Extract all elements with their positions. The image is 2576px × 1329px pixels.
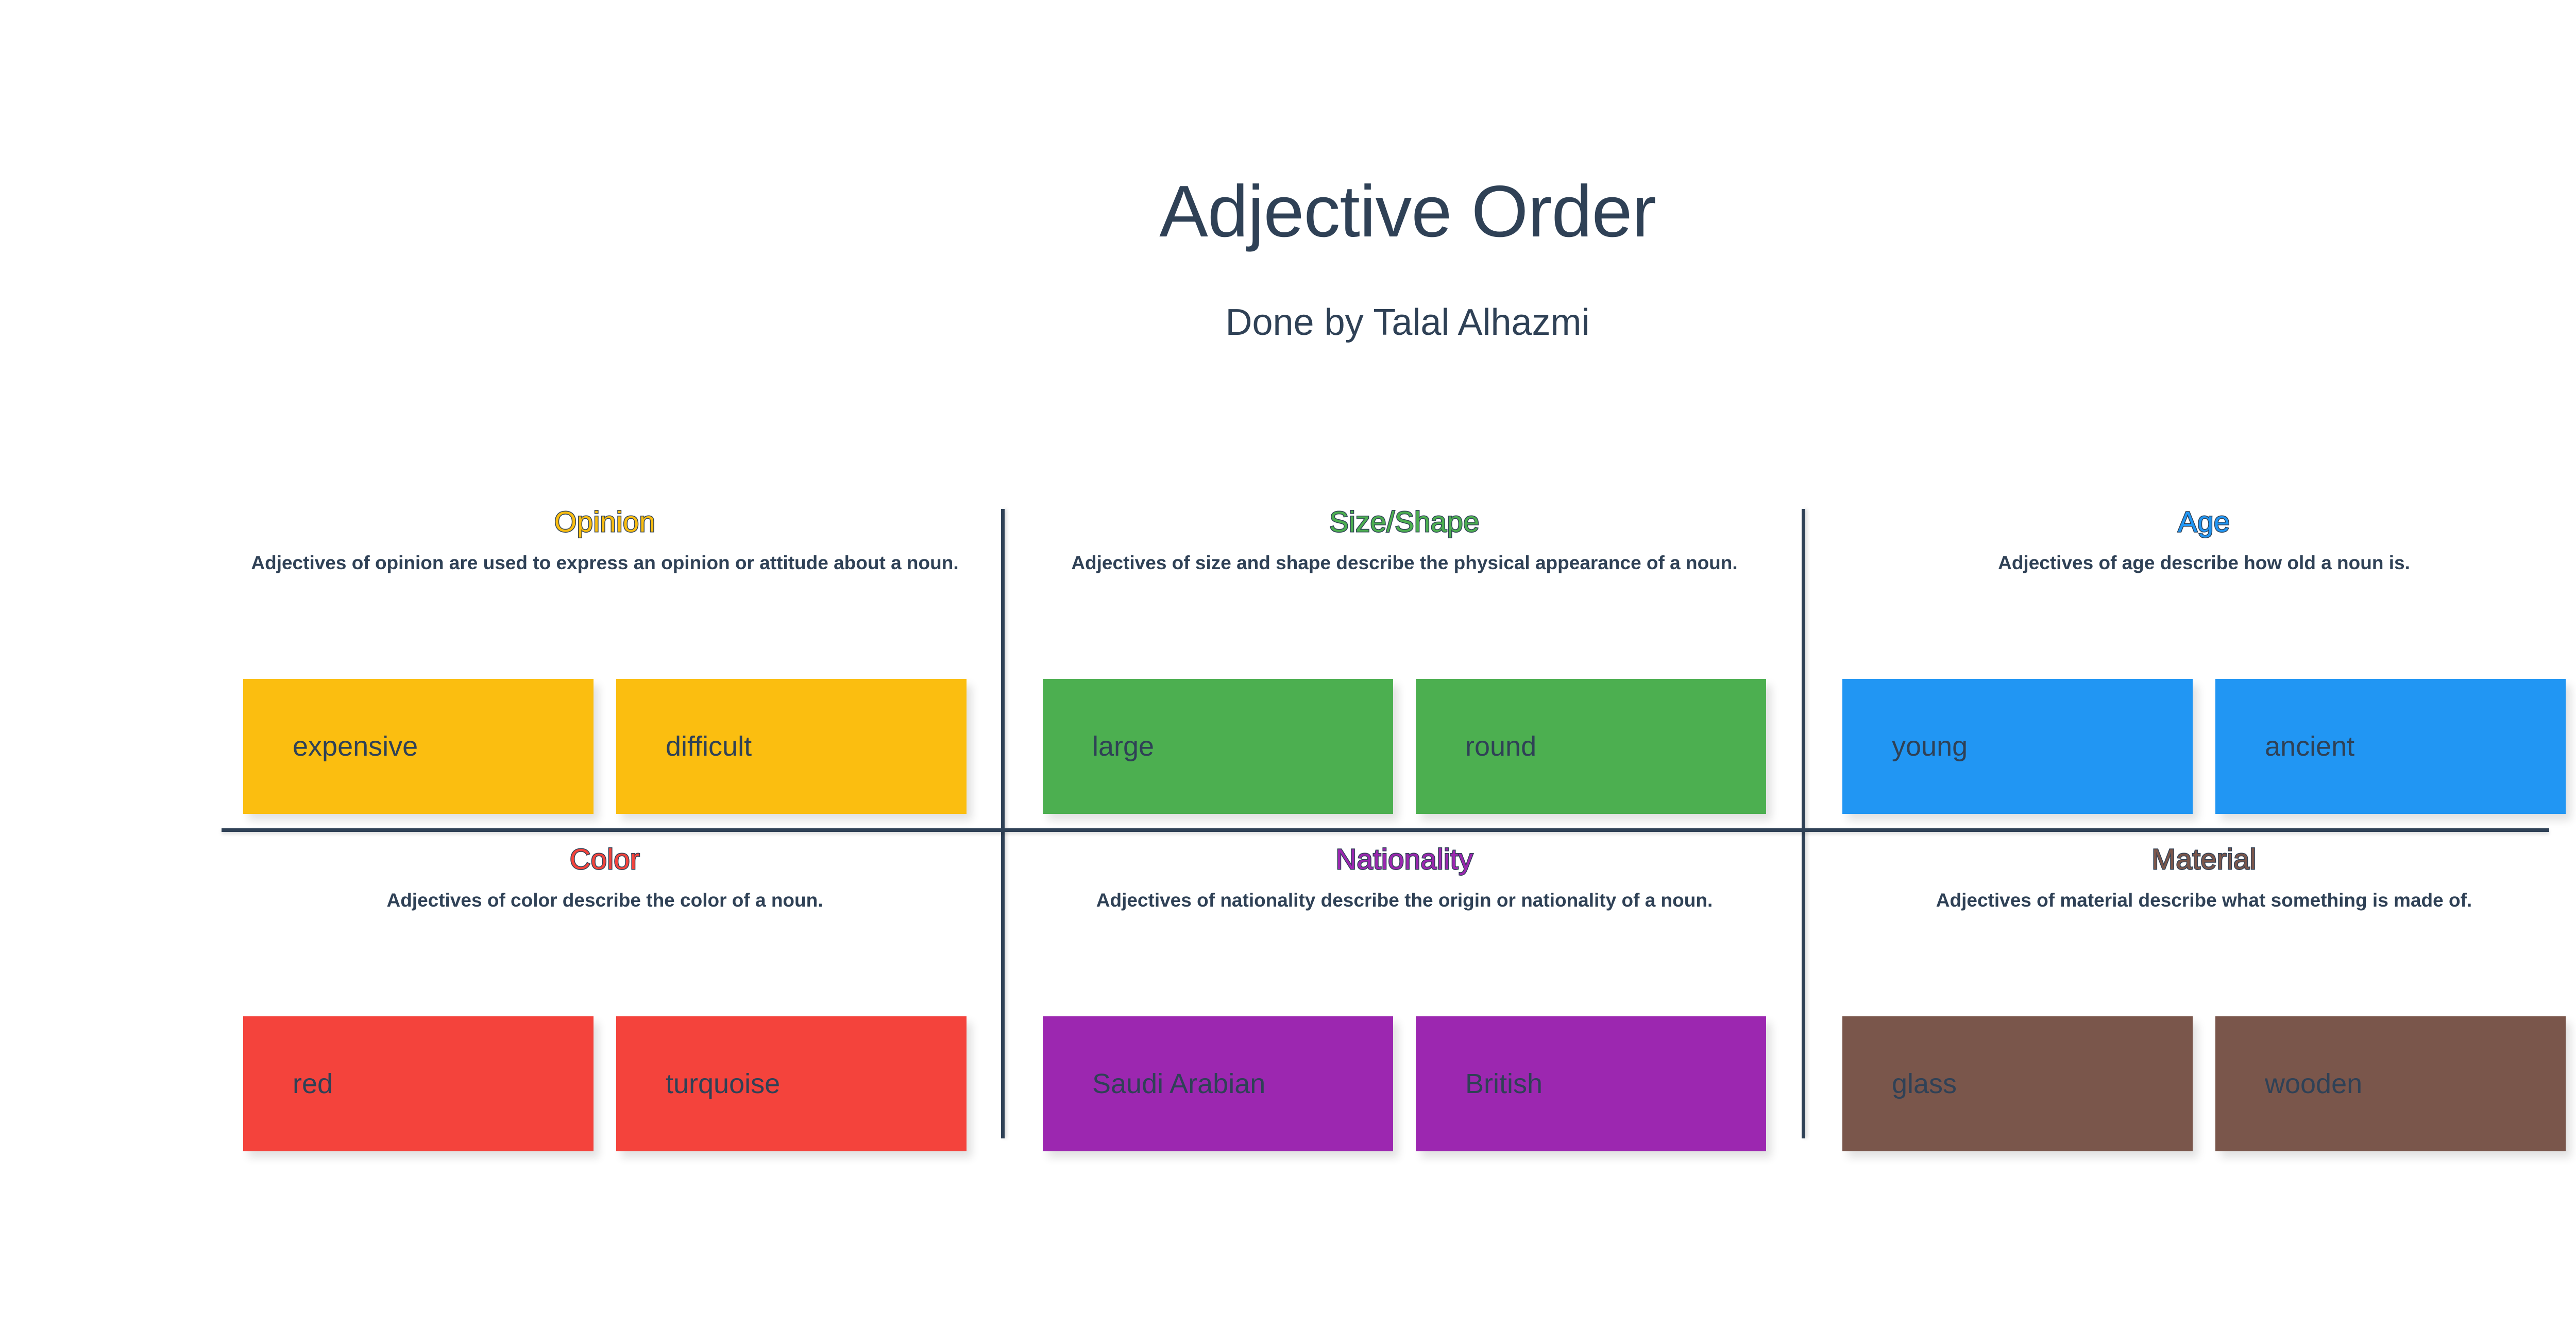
adjective-card-label: ancient [2265,731,2355,762]
adjective-card-label: difficult [666,731,752,762]
category-description-nationality: Adjectives of nationality describe the o… [1096,889,1713,911]
adjective-card-label: red [293,1068,333,1099]
adjective-card[interactable]: difficult [616,679,967,814]
category-heading-opinion: Opinion [553,505,656,538]
category-cards-color: red turquoise [243,1016,967,1151]
category-description-material: Adjectives of material describe what som… [1936,889,2472,911]
adjective-card[interactable]: British [1416,1016,1766,1151]
adjective-card-label: large [1092,731,1155,762]
category-cards-nationality: Saudi Arabian British [1043,1016,1766,1151]
category-cell-opinion: Opinion Adjectives of opinion are used t… [222,495,988,814]
vertical-divider-1 [1001,509,1005,1138]
adjective-card[interactable]: young [1842,679,2193,814]
adjective-card-label: expensive [293,731,418,762]
category-heading-color: Color [569,843,640,875]
adjective-card-label: Saudi Arabian [1092,1068,1266,1099]
adjective-card[interactable]: glass [1842,1016,2193,1151]
page-header: Adjective Order Done by Talal Alhazmi [0,171,2576,343]
vertical-divider-2 [1802,509,1805,1138]
adjective-card[interactable]: red [243,1016,594,1151]
adjective-card-label: glass [1892,1068,1957,1099]
category-cell-nationality: Nationality Adjectives of nationality de… [1021,832,1788,1151]
category-heading-nationality: Nationality [1335,843,1473,875]
adjective-card[interactable]: turquoise [616,1016,967,1151]
category-cell-age: Age Adjectives of age describe how old a… [1821,495,2576,814]
category-cards-material: glass wooden [1842,1016,2566,1151]
adjective-card[interactable]: large [1043,679,1393,814]
category-cell-color: Color Adjectives of color describe the c… [222,832,988,1151]
category-description-size-shape: Adjectives of size and shape describe th… [1071,552,1738,573]
category-cards-size-shape: large round [1043,679,1766,814]
category-cell-size-shape: Size/Shape Adjectives of size and shape … [1021,495,1788,814]
adjective-card[interactable]: round [1416,679,1766,814]
adjective-card[interactable]: ancient [2215,679,2566,814]
adjective-card[interactable]: Saudi Arabian [1043,1016,1393,1151]
category-heading-size-shape: Size/Shape [1329,505,1480,538]
category-description-color: Adjectives of color describe the color o… [386,889,823,911]
adjective-card-label: wooden [2265,1068,2363,1099]
category-heading-material: Material [2151,843,2257,875]
adjective-category-grid: Opinion Adjectives of opinion are used t… [222,495,2576,1151]
category-cell-material: Material Adjectives of material describe… [1821,832,2576,1151]
adjective-card[interactable]: expensive [243,679,594,814]
adjective-card-label: turquoise [666,1068,781,1099]
category-description-opinion: Adjectives of opinion are used to expres… [251,552,959,573]
category-cards-opinion: expensive difficult [243,679,967,814]
category-heading-age: Age [2177,505,2231,538]
page-title: Adjective Order [1159,171,1656,252]
adjective-card-label: round [1465,731,1537,762]
category-description-age: Adjectives of age describe how old a nou… [1998,552,2410,573]
adjective-card-label: British [1465,1068,1543,1099]
adjective-card-label: young [1892,731,1968,762]
adjective-card[interactable]: wooden [2215,1016,2566,1151]
category-cards-age: young ancient [1842,679,2566,814]
page-subtitle: Done by Talal Alhazmi [1225,302,1590,343]
horizontal-divider [222,828,2549,832]
